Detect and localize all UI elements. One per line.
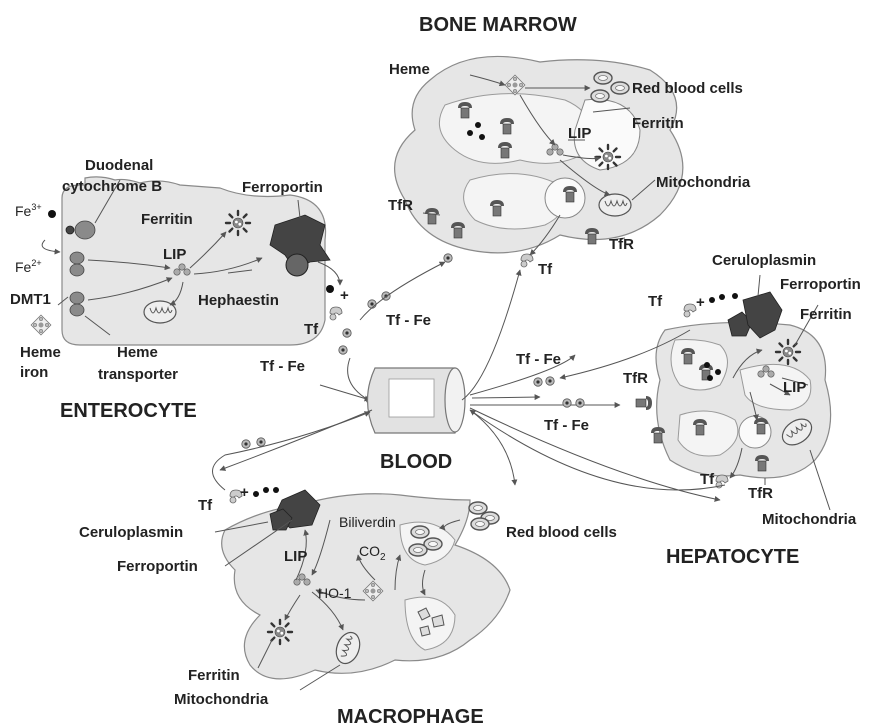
hep-tfr-upper-label: TfR [623,370,648,387]
dmt1-label: DMT1 [10,291,51,308]
mac-tf-label: Tf [198,497,213,514]
dcytb-label-line1: Duodenal [85,157,153,174]
enterocyte-title: ENTEROCYTE [60,400,197,422]
macrophage-title: MACROPHAGE [337,706,484,724]
hephaestin-label: Hephaestin [198,292,279,309]
enterocyte-tf-label: Tf [304,321,319,338]
hepatocyte-cell [470,275,831,510]
enterocyte-lip-label: LIP [163,246,186,263]
enterocyte-heme-icon [31,315,51,335]
heme-transporter-label-line2: transporter [98,366,178,383]
fe3-label: Fe3+ [15,202,42,219]
enterocyte-ferroportin-label: Ferroportin [242,179,323,196]
bm-tfr-left-label: TfR [388,197,413,214]
heme-transporter-label-line1: Heme [117,344,158,361]
hep-lip-label: LIP [783,379,806,396]
mac-ferroportin-label: Ferroportin [117,558,198,575]
dcytb-label-line2: cytochrome B [62,178,162,195]
bm-mitochondria-label: Mitochondria [656,174,751,191]
bm-heme-label: Heme [389,61,430,78]
hep-mitochondria-label: Mitochondria [762,511,857,528]
blood-vessel-icon [368,368,466,433]
hepatocyte-title: HEPATOCYTE [666,546,799,568]
hep-tfr-icon [636,396,652,410]
mac-ferritin-label: Ferritin [188,667,240,684]
hep-ceruloplasmin-label: Ceruloplasmin [712,252,816,269]
bm-tfr-right-label: TfR [609,236,634,253]
hep-tf-fe-upper-label: Tf - Fe [516,351,561,368]
rbc-free-icons [469,502,499,530]
hep-tf-top-label: Tf [648,293,663,310]
hep-tf-lower-label: Tf [700,471,715,488]
bm-ferritin-label: Ferritin [632,115,684,132]
hep-plus-label: + [696,294,705,311]
heme-iron-label-line2: iron [20,364,48,381]
mac-lip-label: LIP [284,548,307,565]
ho1-label: HO-1 [318,585,352,601]
bm-tf-fe-label: Tf - Fe [386,312,431,329]
tf-icon [521,254,533,267]
bm-tf-label: Tf [538,261,553,278]
mac-red-blood-cells-label: Red blood cells [506,524,617,541]
hep-tf-fe-lower-label: Tf - Fe [544,417,589,434]
biliverdin-label: Biliverdin [339,514,396,530]
mitochondria-icon [599,194,631,216]
hep-ferritin-label: Ferritin [800,306,852,323]
tf-fe-icon [444,254,452,262]
enterocyte-ferritin-icon [226,211,250,235]
hep-ferritin-icon [776,340,800,364]
hep-ferroportin-label: Ferroportin [780,276,861,293]
mac-ceruloplasmin-label: Ceruloplasmin [79,524,183,541]
mac-plus-label: + [240,484,249,501]
heme-iron-label-line1: Heme [20,344,61,361]
enterocyte-tf-fe-label: Tf - Fe [260,358,305,375]
hep-tfr-lower-label: TfR [748,485,773,502]
mac-mitochondria-label: Mitochondria [174,691,269,708]
blood-title: BLOOD [380,451,452,473]
enterocyte-plus-label: + [340,287,349,304]
enterocyte-ferritin-label: Ferritin [141,211,193,228]
bm-lip-label: LIP [568,125,591,142]
ferritin-icon [596,145,620,169]
bone-marrow-title: BONE MARROW [419,14,577,36]
bm-red-blood-cells-label: Red blood cells [632,80,743,97]
hephaestin-icon [286,254,308,276]
fe2-label: Fe2+ [15,258,42,275]
